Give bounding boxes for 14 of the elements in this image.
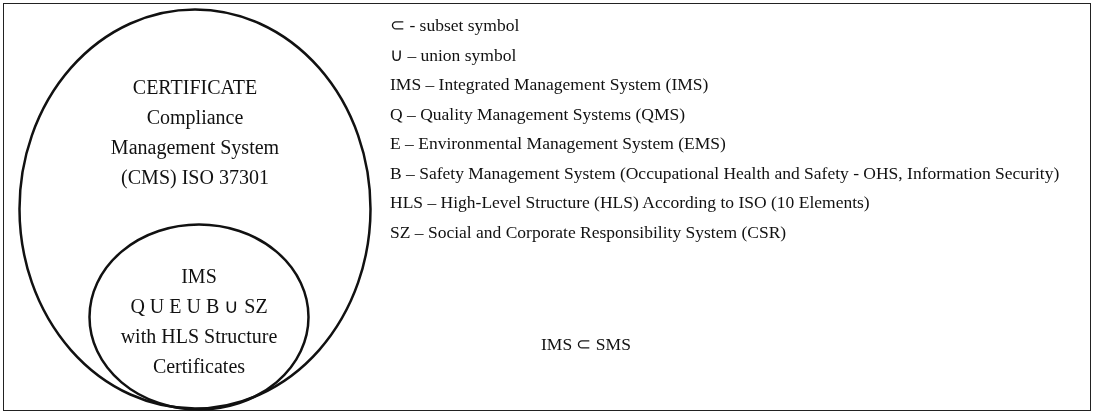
legend-text: E – Environmental Management System (EMS) bbox=[390, 132, 727, 155]
node-heading: CERTIFICATE bbox=[131, 75, 259, 100]
node-text: with HLS Structure Certificates bbox=[119, 324, 279, 379]
legend-text: B – Safety Management System (Occupational Health and Safety - OHS, Information Security) bbox=[390, 161, 1061, 184]
formula-text: IMS ⊂ SMS bbox=[541, 333, 631, 356]
legend-text: HLS – High-Level Structure (HLS) According to ISO (10 Elements) bbox=[390, 191, 871, 214]
legend-text: ⊂ - subset symbol bbox=[390, 14, 521, 37]
legend-text: Q – Quality Management Systems (QMS) bbox=[390, 102, 687, 125]
node-text: Compliance Management System (CMS) ISO 37301 bbox=[109, 105, 281, 191]
node-text: Q U E U B ∪ SZ bbox=[129, 294, 269, 319]
legend-text: IMS – Integrated Management System (IMS) bbox=[390, 73, 710, 96]
legend-text: ∪ – union symbol bbox=[390, 43, 518, 66]
node-heading: IMS bbox=[180, 264, 218, 289]
legend-text: SZ – Social and Corporate Responsibility System (CSR) bbox=[390, 220, 788, 243]
